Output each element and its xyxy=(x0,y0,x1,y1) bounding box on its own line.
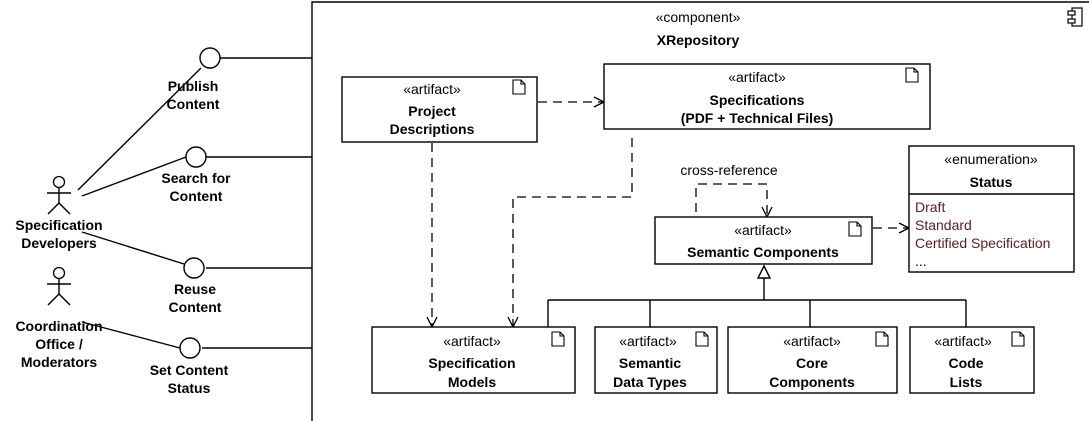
interface-label-line: Content xyxy=(170,188,223,204)
cross-reference-label: cross-reference xyxy=(680,162,777,178)
artifact-stereotype: «artifact» xyxy=(403,81,461,97)
dependency-specifications-to-models xyxy=(513,138,633,327)
artifact-name-line: (PDF + Technical Files) xyxy=(681,110,834,126)
artifact-name-line: Code xyxy=(949,355,984,371)
artifact-semantic-components: «artifact» Semantic Components xyxy=(654,216,873,265)
artifact-stereotype: «artifact» xyxy=(619,333,677,349)
component-xrepository: «component» XRepository xyxy=(311,1,1089,421)
artifact-icon xyxy=(695,331,709,347)
artifact-icon xyxy=(1011,331,1025,347)
artifact-name-line: Descriptions xyxy=(390,121,475,137)
artifact-name-line: Core xyxy=(796,355,828,371)
artifact-name-line: Data Types xyxy=(613,374,687,390)
interface-label-line: Reuse xyxy=(174,281,216,297)
artifact-name-line: Specifications xyxy=(710,92,805,108)
actor-label-line: Developers xyxy=(21,235,97,251)
actor-label-line: Specification xyxy=(15,217,102,233)
artifact-name-line: Lists xyxy=(950,374,983,390)
component-name: XRepository xyxy=(657,32,740,48)
artifact-icon xyxy=(875,331,889,347)
artifact-specifications: «artifact» Specifications (PDF + Technica… xyxy=(603,63,931,130)
artifact-name-line: Specification xyxy=(428,355,515,371)
artifact-icon xyxy=(905,67,919,83)
component-icon xyxy=(1067,7,1083,27)
enumeration-literal: ... xyxy=(915,253,927,269)
artifact-stereotype: «artifact» xyxy=(783,333,841,349)
artifact-icon xyxy=(848,221,862,237)
artifact-name-line: Models xyxy=(448,374,496,390)
artifact-name-line: Semantic xyxy=(619,355,681,371)
artifact-name: Semantic Components xyxy=(687,244,839,260)
interface-label-line: Set Content xyxy=(150,362,229,378)
artifact-stereotype: «artifact» xyxy=(734,222,792,238)
dependency-cross-reference xyxy=(695,183,767,217)
enumeration-status: «enumeration» Status Draft Standard Cert… xyxy=(908,145,1075,273)
artifact-name-line: Project xyxy=(408,103,456,119)
artifact-name-line: Components xyxy=(769,374,855,390)
generalization-tree xyxy=(547,264,967,327)
actor-label-line: Moderators xyxy=(21,354,97,370)
enumeration-name: Status xyxy=(970,174,1013,190)
enumeration-literal: Draft xyxy=(915,199,945,215)
artifact-stereotype: «artifact» xyxy=(443,333,501,349)
artifact-icon xyxy=(512,79,526,95)
interface-label-line: Status xyxy=(168,380,211,396)
component-stereotype: «component» xyxy=(656,9,741,25)
interface-label-line: Content xyxy=(167,96,220,112)
enumeration-stereotype: «enumeration» xyxy=(944,151,1038,167)
actor-label-line: Office / xyxy=(35,336,83,352)
enumeration-literal: Standard xyxy=(915,217,972,233)
artifact-icon xyxy=(551,331,565,347)
interface-label-line: Search for xyxy=(161,170,231,186)
artifact-stereotype: «artifact» xyxy=(728,69,786,85)
svg-text:Specifications(PDF + Technical: Specifications (PDF + Technical Files) xyxy=(681,92,834,126)
actor-label-line: Coordination xyxy=(15,318,102,334)
artifact-stereotype: «artifact» xyxy=(934,333,992,349)
interface-label-line: Content xyxy=(169,299,222,315)
interface-label-line: Publish xyxy=(168,78,219,94)
enumeration-literal: Certified Specification xyxy=(915,235,1050,251)
